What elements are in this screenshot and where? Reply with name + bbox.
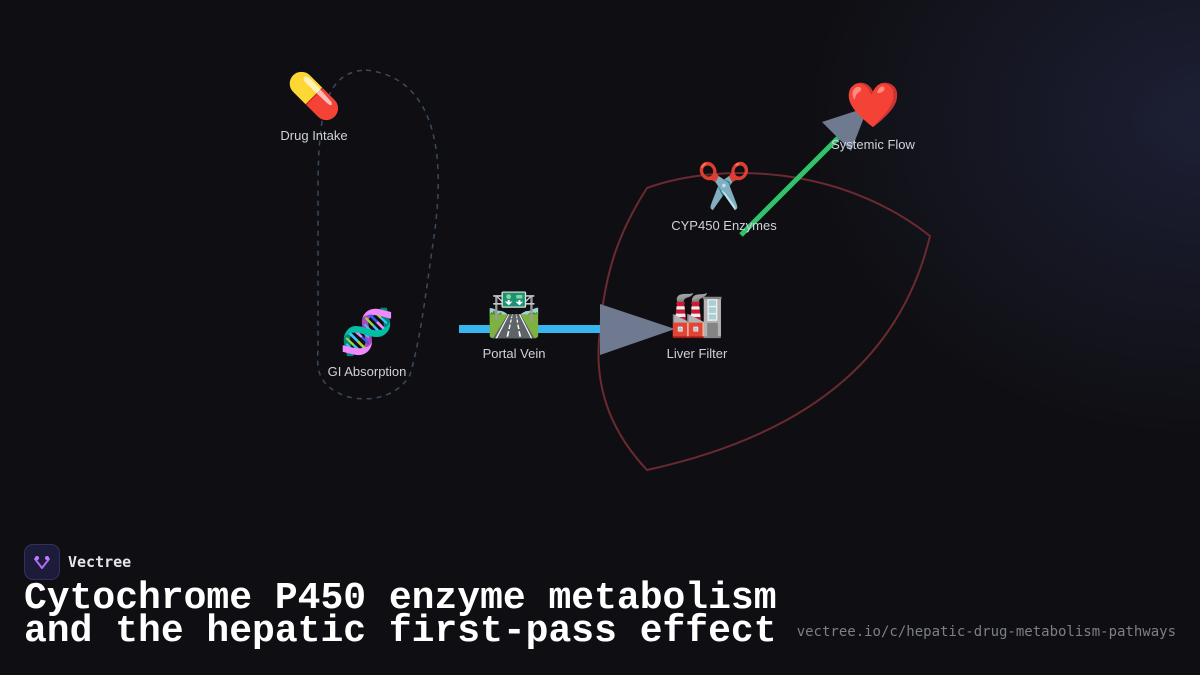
node-label: GI Absorption xyxy=(327,364,407,379)
node-portal-vein[interactable]: 🛣️ Portal Vein xyxy=(483,290,546,361)
brand-name: Vectree xyxy=(68,553,132,571)
edge-cyp-to-systemic-arrowhead xyxy=(822,107,868,151)
node-label: Portal Vein xyxy=(482,346,546,361)
node-systemic-flow[interactable]: ❤️ Systemic Flow xyxy=(831,81,915,152)
intake-absorption-group xyxy=(316,69,439,400)
node-label: Liver Filter xyxy=(666,346,728,361)
node-cyp450-enzymes[interactable]: ✂️ CYP450 Enzymes xyxy=(671,162,777,233)
source-url[interactable]: vectree.io/c/hepatic-drug-metabolism-pat… xyxy=(796,624,1176,640)
heart-icon: ❤️ xyxy=(845,81,901,130)
vectree-logo-icon xyxy=(24,544,60,580)
road-icon: 🛣️ xyxy=(486,290,542,339)
node-label: CYP450 Enzymes xyxy=(671,218,777,233)
factory-icon: 🏭 xyxy=(669,290,725,339)
title-line-1: Cytochrome P450 enzyme metabolism xyxy=(24,577,777,620)
dna-icon: 🧬 xyxy=(339,308,395,357)
title-line-2: and the hepatic first-pass effect xyxy=(24,610,777,653)
brand[interactable]: Vectree xyxy=(24,544,131,580)
node-liver-filter[interactable]: 🏭 Liver Filter xyxy=(667,290,728,361)
node-label: Systemic Flow xyxy=(831,137,915,152)
pill-icon: 💊 xyxy=(286,72,342,121)
node-label: Drug Intake xyxy=(280,128,348,143)
edge-cyp-to-systemic xyxy=(739,136,840,237)
edge-gi-to-liver-arrowhead xyxy=(600,304,675,355)
node-drug-intake[interactable]: 💊 Drug Intake xyxy=(280,72,347,143)
node-gi-absorption[interactable]: 🧬 GI Absorption xyxy=(328,308,407,379)
page-title: Cytochrome P450 enzyme metabolism and th… xyxy=(24,577,777,653)
scissors-icon: ✂️ xyxy=(696,162,752,211)
